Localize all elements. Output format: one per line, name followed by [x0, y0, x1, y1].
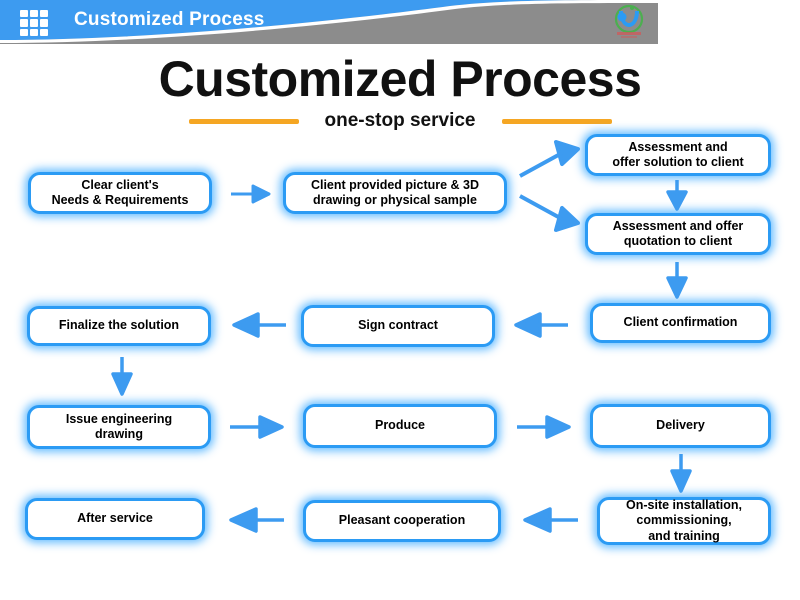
- flow-node-label: Pleasant cooperation: [338, 513, 466, 528]
- arrow-provided-to-quotation: [518, 190, 584, 232]
- arrow-contract-to-finalize: [230, 311, 288, 339]
- flow-node-delivery[interactable]: Delivery: [590, 404, 771, 448]
- grid-icon[interactable]: [20, 10, 48, 36]
- subtitle-rule-left: [188, 118, 299, 124]
- flow-node-client-provided[interactable]: Client provided picture & 3D drawing or …: [283, 172, 507, 214]
- flow-node-onsite-installation[interactable]: On-site installation, commissioning, and…: [597, 497, 771, 545]
- flow-node-label: Produce: [374, 418, 425, 433]
- page-title: Customized Process: [158, 51, 642, 107]
- flow-node-label: Clear client's Needs & Requirements: [51, 177, 189, 207]
- flow-node-sign-contract[interactable]: Sign contract: [301, 305, 495, 347]
- flow-node-pleasant-cooperation[interactable]: Pleasant cooperation: [303, 500, 501, 542]
- header-swoosh-shape: [0, 0, 658, 44]
- flow-node-label: Assessment and offer quotation to client: [612, 218, 744, 248]
- flow-node-label: Finalize the solution: [58, 318, 180, 333]
- arrow-provided-to-solution: [518, 140, 584, 182]
- arrow-solution-to-quotation: [663, 178, 691, 212]
- page-subtitle: one-stop service: [324, 110, 476, 131]
- flow-node-issue-drawing[interactable]: Issue engineering drawing: [27, 405, 211, 449]
- flow-node-label: Issue engineering drawing: [65, 411, 173, 441]
- arrow-delivery-to-onsite: [667, 452, 695, 494]
- flow-node-label: Sign contract: [358, 318, 438, 333]
- app-header: Customized Process: [0, 0, 658, 44]
- flow-node-label: Client provided picture & 3D drawing or …: [310, 177, 480, 207]
- flow-node-finalize-solution[interactable]: Finalize the solution: [27, 306, 211, 346]
- arrow-produce-to-delivery: [515, 414, 573, 440]
- arrow-finalize-to-drawing: [108, 355, 136, 397]
- header-title: Customized Process: [74, 9, 265, 30]
- arrow-confirmation-to-contract: [512, 311, 570, 339]
- subtitle-rule-right: [501, 118, 612, 124]
- arrow-clear-to-provided: [229, 182, 273, 206]
- arrow-onsite-to-cooperation: [520, 506, 580, 534]
- flow-node-label: On-site installation, commissioning, and…: [626, 498, 742, 543]
- flow-node-label: After service: [77, 511, 153, 526]
- flow-node-label: Assessment and offer solution to client: [612, 139, 744, 169]
- arrow-quotation-to-confirmation: [663, 260, 691, 300]
- flow-node-client-confirmation[interactable]: Client confirmation: [590, 303, 771, 343]
- flow-node-assessment-solution[interactable]: Assessment and offer solution to client: [585, 134, 771, 176]
- flow-node-label: Client confirmation: [623, 315, 738, 330]
- arrow-drawing-to-produce: [228, 414, 286, 440]
- flow-node-assessment-quotation[interactable]: Assessment and offer quotation to client: [585, 213, 771, 255]
- subtitle-row: one-stop service: [0, 110, 800, 132]
- flow-node-label: Delivery: [656, 418, 705, 433]
- flow-node-after-service[interactable]: After service: [25, 498, 205, 540]
- arrow-cooperation-to-after: [226, 506, 286, 534]
- flow-node-clear-needs[interactable]: Clear client's Needs & Requirements: [28, 172, 212, 214]
- flow-node-produce[interactable]: Produce: [303, 404, 497, 448]
- company-logo-icon: [614, 4, 644, 38]
